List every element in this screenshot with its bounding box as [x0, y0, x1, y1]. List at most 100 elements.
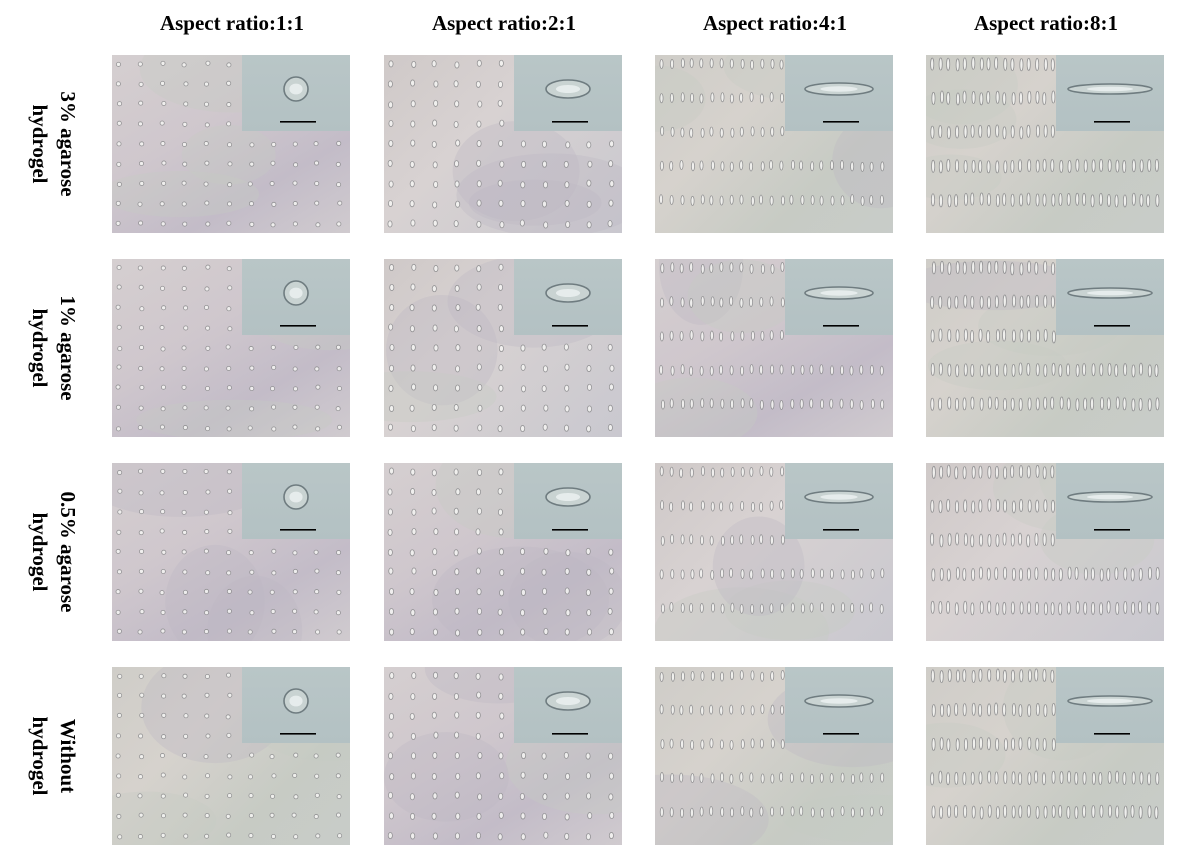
cell-spot [1122, 771, 1127, 785]
cell-spot [183, 792, 189, 798]
cell-spot [248, 793, 254, 799]
cell-spot [850, 161, 855, 172]
cell-spot [116, 569, 122, 575]
cell-spot [115, 589, 121, 595]
cell-spot [388, 567, 394, 575]
cell-array-field [112, 463, 342, 641]
cell-spot [1066, 806, 1071, 820]
cell-spot [115, 792, 121, 798]
cell-spot [769, 466, 774, 477]
cell-spot [970, 124, 975, 138]
cell-spot [433, 80, 439, 88]
cell-spot [987, 465, 992, 479]
cell-spot [1051, 568, 1056, 582]
cell-spot [1010, 601, 1015, 615]
cell-spot [978, 499, 983, 513]
cell-spot [608, 793, 614, 801]
cell-spot [739, 194, 744, 205]
cell-spot [160, 568, 166, 574]
cell-spot [1011, 500, 1016, 514]
cell-spot [729, 161, 734, 172]
cell-spot [160, 346, 166, 352]
cell-spot [995, 364, 1000, 378]
cell-spot [1138, 600, 1143, 614]
row-label-line2: hydrogel [28, 308, 52, 388]
cell-spot [670, 126, 675, 137]
cell-spot [477, 404, 483, 412]
cell-spot [205, 570, 211, 576]
cell-spot [1034, 601, 1039, 615]
cell-spot [159, 490, 165, 496]
cell-spot [388, 692, 394, 700]
cell-spot [389, 672, 395, 680]
cell-spot [1058, 804, 1063, 818]
cell-spot [809, 364, 814, 375]
cell-spot [1050, 669, 1055, 683]
cell-spot [719, 331, 724, 342]
cell-spot [939, 670, 944, 684]
cell-spot [995, 533, 1000, 547]
cell-spot [476, 59, 482, 67]
cell-spot [586, 405, 592, 413]
cell-spot [709, 535, 714, 546]
cell-spot [729, 773, 734, 784]
cell-spot [839, 398, 844, 409]
cell-spot [680, 364, 685, 375]
cell-spot [1138, 805, 1143, 819]
cell-spot [1051, 330, 1056, 344]
cell-spot [938, 57, 943, 71]
cell-spot [1098, 772, 1103, 786]
cell-spot [271, 628, 277, 634]
cell-spot [759, 806, 764, 817]
cell-spot [314, 773, 320, 779]
cell-spot [139, 306, 145, 312]
cell-spot [1010, 193, 1015, 207]
cell-spot [226, 550, 232, 556]
cell-spot [292, 608, 298, 614]
micrograph-panel [384, 55, 622, 233]
cell-spot [680, 92, 685, 103]
cell-spot [115, 200, 121, 206]
cell-spot [947, 262, 952, 276]
cell-spot [720, 671, 725, 682]
cell-spot [336, 140, 342, 146]
cell-spot [1019, 465, 1024, 479]
cell-spot [475, 528, 481, 536]
cell-spot [586, 221, 592, 229]
cell-spot [1090, 397, 1095, 411]
cell-spot [1043, 364, 1048, 378]
cell-spot [709, 58, 714, 69]
cell-spot [938, 160, 943, 174]
cell-spot [1003, 363, 1008, 377]
cell-spot [476, 283, 482, 291]
micrograph-panel [112, 55, 350, 233]
cell-spot [1043, 704, 1048, 718]
cell-spot [739, 92, 744, 103]
cell-spot [1122, 160, 1127, 174]
column-header-4-1: Aspect ratio:4:1 [702, 11, 848, 35]
cell-spot [291, 812, 297, 818]
cell-spot [1026, 567, 1031, 581]
cell-spot [225, 405, 231, 411]
cell-spot [247, 629, 253, 635]
cell-spot [117, 488, 123, 494]
micrograph-panel [655, 667, 893, 845]
cell-spot [830, 603, 835, 614]
cell-spot [859, 772, 864, 783]
cell-spot [759, 466, 764, 477]
row-label-line1: 1% agarose [56, 295, 80, 401]
cell-spot [790, 160, 795, 171]
cell-spot [542, 793, 548, 801]
cell-spot [1082, 192, 1087, 206]
cell-spot [1042, 193, 1047, 207]
cell-spot [227, 488, 233, 494]
cell-spot [139, 141, 145, 147]
cell-spot [160, 628, 166, 634]
cell-spot [689, 365, 694, 376]
cell-spot [1115, 805, 1120, 819]
cell-spot [880, 568, 885, 579]
cell-spot [138, 490, 144, 496]
cell-spot [431, 403, 437, 411]
cell-spot [679, 772, 684, 783]
cell-spot [225, 344, 231, 350]
